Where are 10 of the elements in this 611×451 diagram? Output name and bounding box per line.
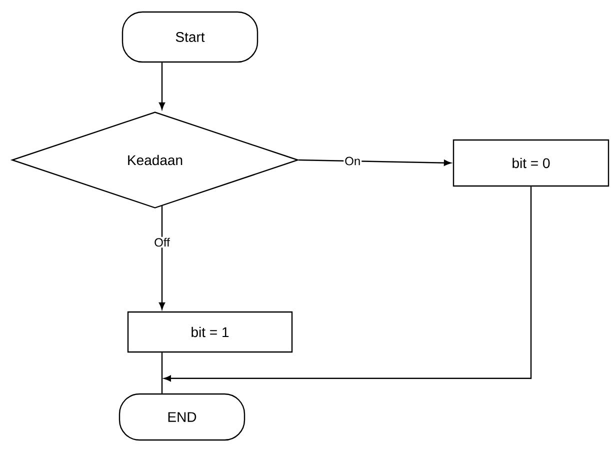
terminal-box: END <box>118 393 246 441</box>
process-box: bit = 1 <box>127 311 293 353</box>
edge-label: Off <box>153 236 171 248</box>
arrow <box>164 186 532 382</box>
arrow <box>298 159 452 166</box>
arrow <box>158 205 166 310</box>
edge-label: On <box>344 156 362 166</box>
process-box: bit = 0 <box>452 139 610 187</box>
arrow <box>158 62 166 110</box>
terminal-box: Start <box>122 11 258 63</box>
